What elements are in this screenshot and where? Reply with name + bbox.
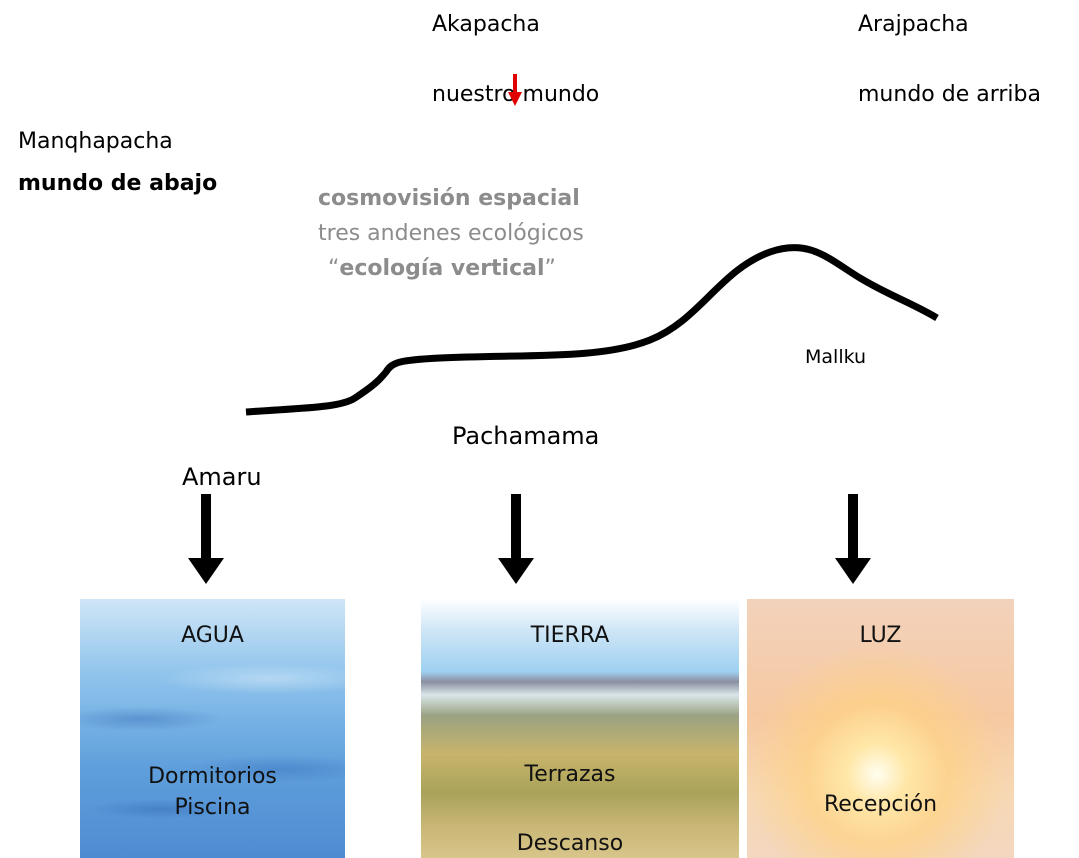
ecological-profile-line <box>245 244 939 416</box>
ecologia-vertical-bold: ecología vertical <box>339 256 545 281</box>
manqhapacha-label: Manqhapacha <box>18 129 173 154</box>
tierra-title: TIERRA <box>530 623 610 648</box>
luz-recepcion: Recepción <box>823 792 938 817</box>
tierra-panel: TIERRA Terrazas Descanso <box>421 599 739 858</box>
red-down-arrow-icon <box>508 74 522 106</box>
pachamama-label: Pachamama <box>452 422 600 450</box>
agua-title: AGUA <box>181 623 244 648</box>
mallku-label: Mallku <box>805 346 867 368</box>
luz-panel: LUZ Recepción <box>747 599 1014 858</box>
mundo-de-arriba-label: mundo de arriba <box>858 82 1041 107</box>
down-arrow-agua-icon <box>188 494 224 584</box>
agua-dormitorios: Dormitorios <box>148 764 277 789</box>
down-arrow-tierra-icon <box>498 494 534 584</box>
tierra-descanso: Descanso <box>516 831 624 856</box>
akapacha-label: Akapacha <box>432 12 540 37</box>
luz-title: LUZ <box>859 623 902 648</box>
tres-andenes-text: tres andenes ecológicos <box>318 221 584 246</box>
agua-panel: AGUA Dormitorios Piscina <box>80 599 345 858</box>
agua-piscina: Piscina <box>174 795 251 820</box>
ecologia-vertical-text: “ecología vertical” <box>328 256 556 281</box>
close-quote: ” <box>544 256 556 281</box>
open-quote: “ <box>328 256 340 281</box>
tierra-terrazas: Terrazas <box>524 762 616 787</box>
arajpacha-label: Arajpacha <box>858 12 969 37</box>
amaru-label: Amaru <box>182 463 262 491</box>
cosmovision-title: cosmovisión espacial <box>318 186 580 211</box>
down-arrow-luz-icon <box>835 494 871 584</box>
mundo-de-abajo-label: mundo de abajo <box>18 171 218 196</box>
